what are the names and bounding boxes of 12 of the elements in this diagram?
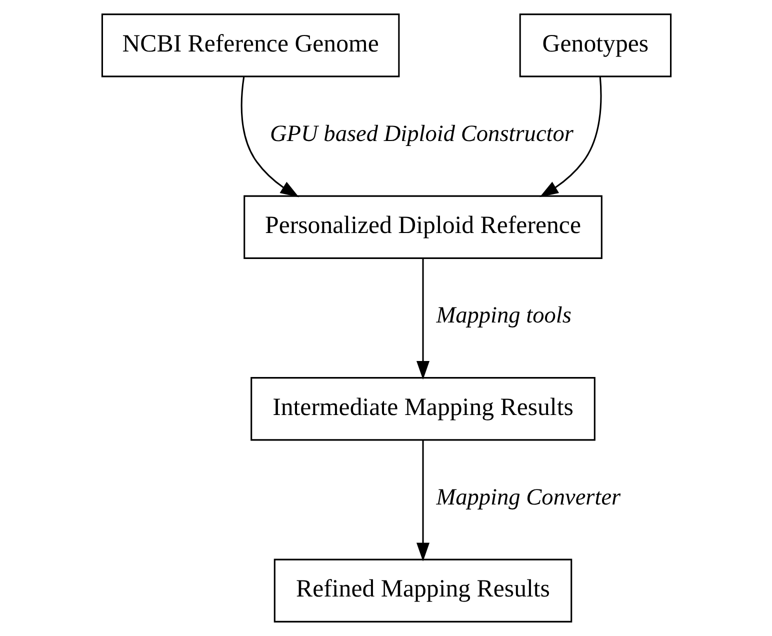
- node-box: Refined Mapping Results: [273, 558, 572, 622]
- arrow: [240, 76, 299, 198]
- arrow: [416, 440, 430, 562]
- node-box: Intermediate Mapping Results: [250, 377, 595, 441]
- edge-label: GPU based Diploid Constructor: [269, 120, 574, 147]
- arrow: [416, 258, 430, 380]
- edge-label: Mapping tools: [436, 302, 571, 329]
- node-box: Genotypes: [518, 14, 672, 78]
- edge-label: Mapping Converter: [436, 484, 620, 510]
- node-box: Personalized Diploid Reference: [243, 195, 602, 259]
- arrow: [539, 76, 602, 198]
- node-box: NCBI Reference Genome: [100, 14, 400, 78]
